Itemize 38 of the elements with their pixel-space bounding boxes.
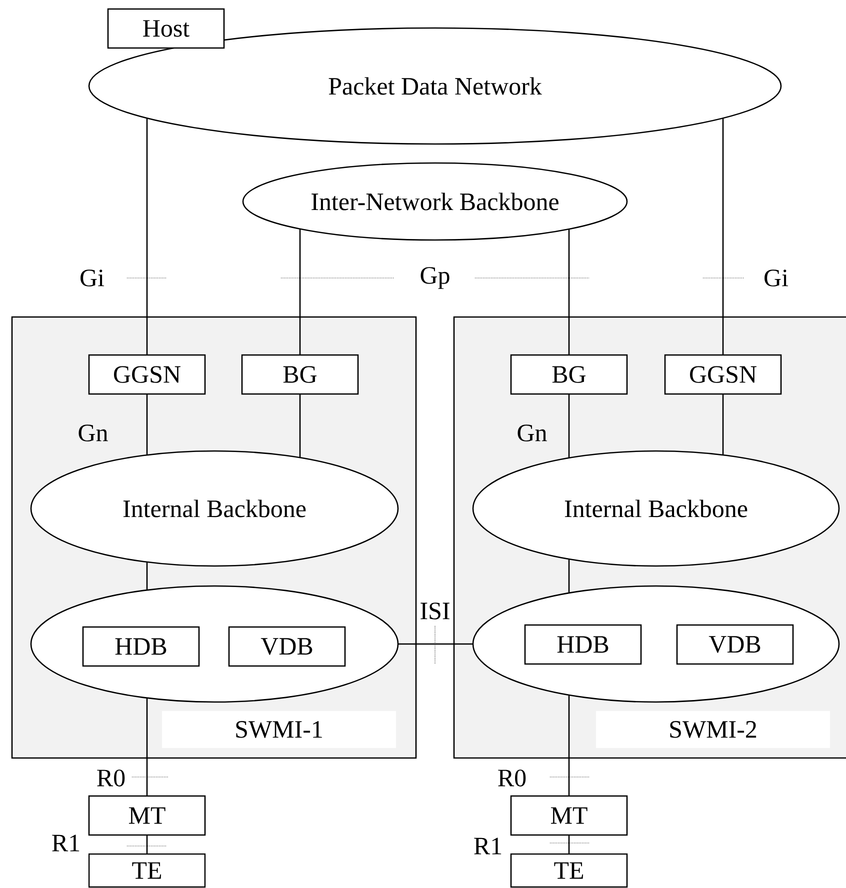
interface-label: Gn [518,424,547,442]
connection-line [146,835,148,854]
node-box: BG [510,354,628,395]
interface-label: Gn [78,424,108,442]
connection-line [146,562,148,590]
node-box: HDB [524,624,642,665]
node-box: VDB [228,626,346,667]
terminal-box: TE [88,853,206,888]
connection-line [722,118,724,355]
interface-label: Gp [420,267,450,289]
interface-label: R1 [474,838,502,854]
interface-label: Gi [80,270,104,286]
terminal-box: TE [510,853,628,888]
node-box: BG [241,354,359,395]
connection-line [568,394,570,458]
interface-label: R0 [498,770,526,786]
connection-line [722,394,724,455]
host-box: Host [107,8,225,49]
node-box: HDB [82,626,200,667]
connection-line [568,695,570,796]
interface-label: R1 [52,834,80,852]
connection-line [146,118,148,355]
node-box: GGSN [664,354,782,395]
connection-line [568,835,570,854]
connection-line [299,394,301,458]
interface-label: Gi [764,270,788,286]
connection-line [568,559,570,593]
connection-line [568,229,570,355]
node-box: VDB [676,624,794,665]
terminal-box: MT [510,795,628,836]
connection-line [299,228,301,355]
terminal-box: MT [88,795,206,836]
interface-label: ISI [420,602,450,620]
connection-line [146,698,148,796]
connection-line [398,643,473,645]
node-box: GGSN [88,354,206,395]
connection-line [146,394,148,456]
interface-label: R0 [97,770,125,786]
